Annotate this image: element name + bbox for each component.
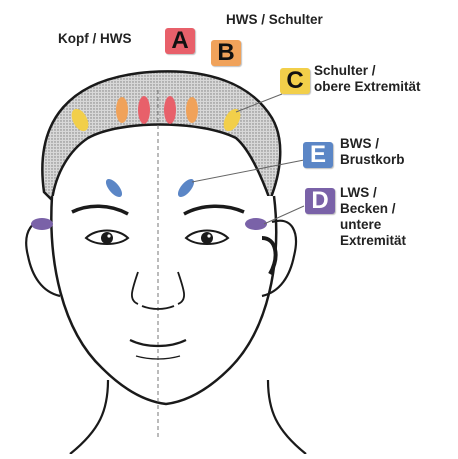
zone-d-mark-left xyxy=(31,218,53,230)
zone-c-label-line-2: obere Extremität xyxy=(314,79,421,95)
zone-d-label: LWS / Becken / untere Extremität xyxy=(340,185,406,249)
leader-e xyxy=(192,160,304,182)
hair xyxy=(42,71,280,200)
zone-d-letter-box: D xyxy=(305,188,335,214)
zone-b-mark-left xyxy=(116,97,128,123)
zone-e-label-line-2: Brustkorb xyxy=(340,152,405,168)
zone-b-letter-box: B xyxy=(211,40,241,66)
zone-c-label: Schulter / obere Extremität xyxy=(314,63,421,95)
zone-d-label-line-1: LWS / xyxy=(340,185,406,201)
zone-d-label-line-4: Extremität xyxy=(340,233,406,249)
zone-a-mark-left xyxy=(138,96,150,124)
zone-a-label-line-1: Kopf / HWS xyxy=(58,31,132,47)
zone-c-label-line-1: Schulter / xyxy=(314,63,421,79)
zone-e-letter-box: E xyxy=(303,142,333,168)
face-outline xyxy=(51,196,276,404)
zone-a-label: Kopf / HWS xyxy=(58,31,132,47)
zone-b-label-line-1: HWS / Schulter xyxy=(226,12,323,28)
zone-d-label-line-2: Becken / xyxy=(340,201,406,217)
zone-a-mark-right xyxy=(164,96,176,124)
zone-e-label-line-1: BWS / xyxy=(340,136,405,152)
right-eye xyxy=(186,231,228,245)
zone-b-label: HWS / Schulter xyxy=(226,12,323,28)
zone-c-letter-box: C xyxy=(280,68,310,94)
zone-a-letter-box: A xyxy=(165,28,195,54)
zone-b-mark-right xyxy=(186,97,198,123)
zone-e-label: BWS / Brustkorb xyxy=(340,136,405,168)
zone-d-label-line-3: untere xyxy=(340,217,406,233)
zone-d-mark-right xyxy=(245,218,267,230)
left-eye xyxy=(86,231,128,245)
